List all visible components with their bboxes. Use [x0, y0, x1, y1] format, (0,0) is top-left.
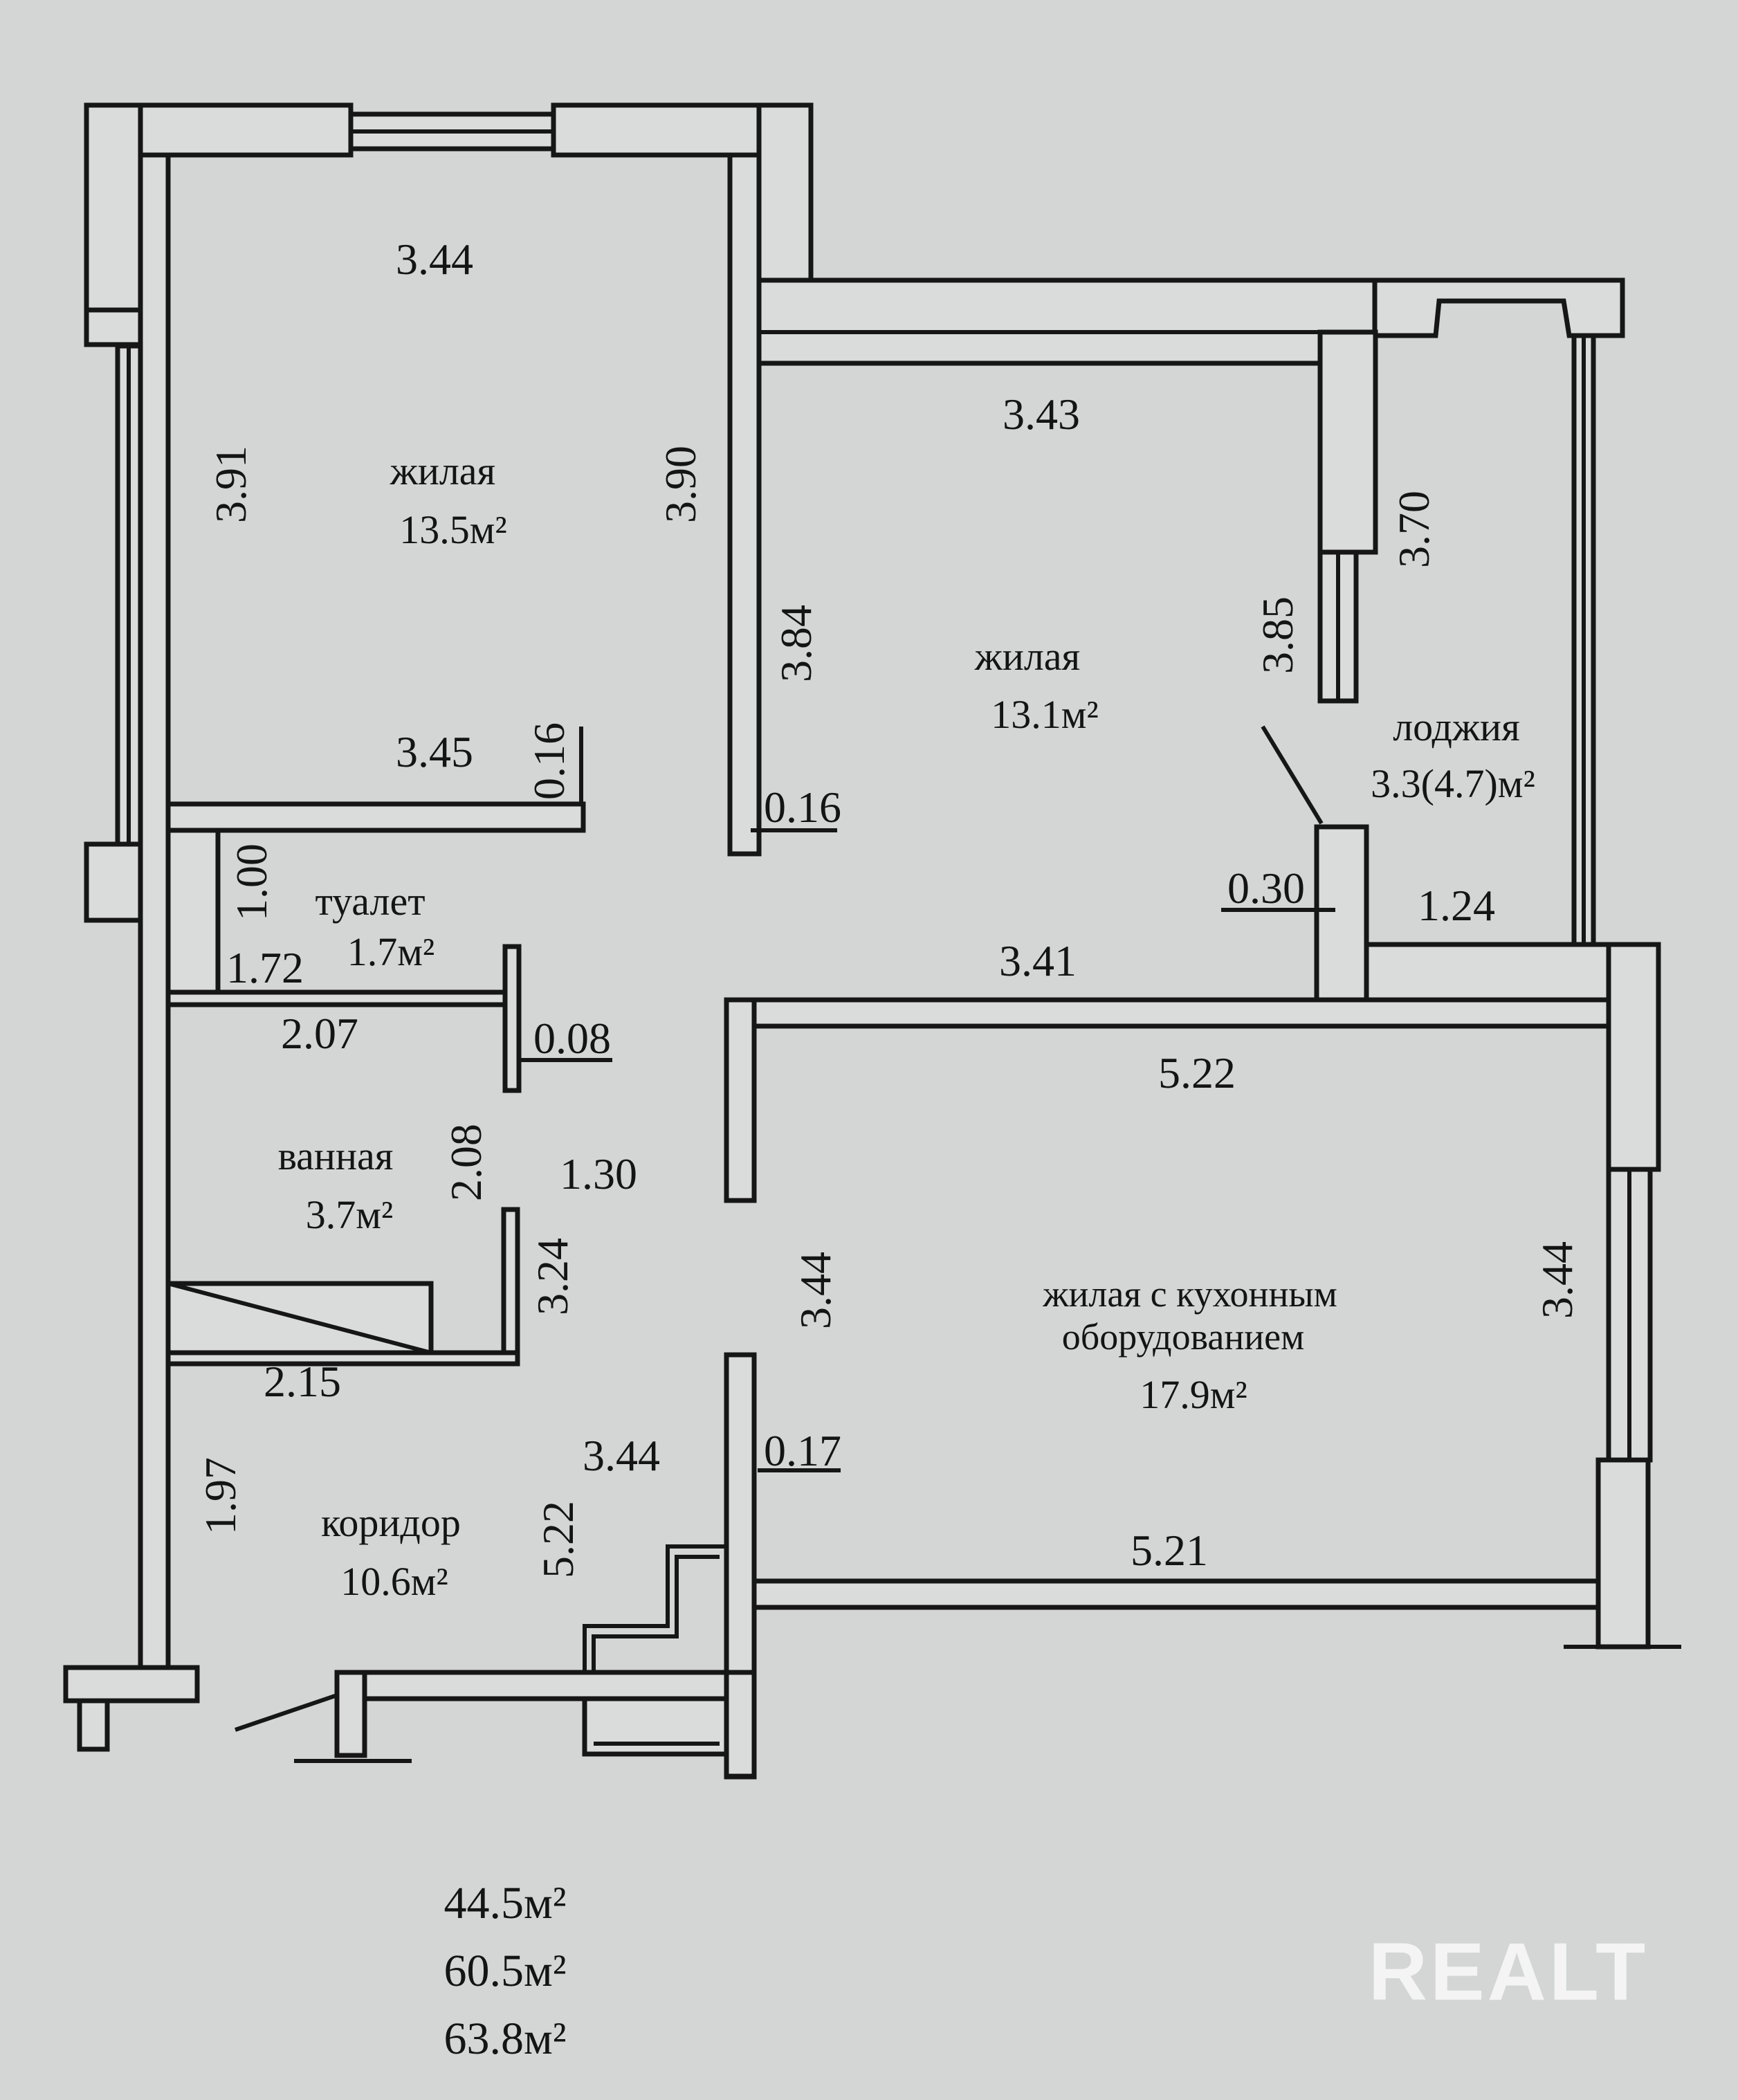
wall-left-lower — [138, 152, 171, 1673]
dim-label: 1.72 — [226, 943, 304, 992]
dim-label: 3.44 — [396, 235, 473, 284]
dim-label: 3.41 — [999, 936, 1077, 985]
bathroom-name: ванная — [278, 1133, 394, 1178]
window-kitchen — [1606, 1167, 1653, 1463]
toilet-area: 1.7м² — [347, 929, 435, 974]
wall-toilet-right — [502, 944, 522, 1093]
dimension-labels: 3.44 3.91 3.90 3.43 3.70 3.84 3.85 3.45 … — [196, 235, 1582, 1578]
dim-label: 1.97 — [196, 1457, 245, 1535]
wall-kitchen-right-lower — [1595, 1457, 1651, 1650]
kitchen-name-line2: оборудованием — [1062, 1316, 1305, 1358]
dimension-leaders — [235, 725, 1681, 1763]
wall-loggia-pillar — [1314, 824, 1369, 1003]
dim-label: 0.08 — [533, 1014, 611, 1063]
dim-label: 1.30 — [560, 1149, 637, 1198]
window-left — [84, 307, 143, 847]
area-totals: 44.5м² 60.5м² 63.8м² — [443, 1878, 566, 2064]
wall-entry-bottom — [334, 1670, 757, 1701]
kitchen-area: 17.9м² — [1140, 1372, 1247, 1417]
wall-entry-right — [724, 1670, 757, 1779]
wall-top-right-stub — [756, 102, 814, 288]
wall-entry-left — [334, 1670, 367, 1758]
dim-label: 3.70 — [1389, 491, 1438, 568]
wall-left-bottom-stub — [77, 1698, 110, 1752]
wall-top-bedroom2 — [756, 277, 1378, 366]
dim-label: 3.90 — [656, 446, 705, 523]
wall-left-upper — [84, 102, 143, 316]
dim-label: 0.16 — [764, 783, 841, 832]
dim-label: 3.44 — [1533, 1241, 1582, 1319]
dim-label: 5.22 — [533, 1501, 583, 1578]
dim-label: 3.43 — [1003, 390, 1080, 439]
bedroom2-name: жилая — [974, 634, 1080, 679]
wall-toilet-bottom — [165, 989, 510, 1007]
dim-label: 3.85 — [1253, 596, 1302, 674]
bedroom1-name: жилая — [390, 448, 495, 493]
bedroom1-area: 13.5м² — [399, 507, 507, 552]
dim-label: 1.00 — [227, 843, 276, 921]
walls — [63, 102, 1661, 1780]
dim-label: 0.16 — [524, 722, 574, 800]
dim-label: 3.84 — [771, 605, 821, 682]
toilet-name: туалет — [315, 879, 425, 924]
dim-label: 2.07 — [281, 1009, 358, 1058]
loggia-name: лоджия — [1393, 704, 1520, 749]
corridor-area: 10.6м² — [340, 1559, 448, 1604]
wall-loggia-top — [1372, 277, 1625, 338]
shaft-steps — [582, 1544, 729, 1757]
dim-label: 1.24 — [1418, 881, 1495, 930]
wall-toilet-left — [165, 828, 221, 998]
total-area: 60.5м² — [443, 1946, 566, 1996]
dim-label: 3.91 — [206, 446, 255, 523]
dim-label: 5.21 — [1131, 1526, 1208, 1575]
bathtub — [165, 1281, 520, 1367]
dim-label: 0.17 — [764, 1426, 841, 1475]
kitchen-name-line1: жилая с кухонным — [1042, 1273, 1337, 1315]
bathroom-area: 3.7м² — [306, 1192, 394, 1237]
wall-bedroom1-bottom — [165, 801, 586, 833]
bedroom2-area: 13.1м² — [991, 692, 1099, 737]
dim-label: 3.45 — [396, 727, 473, 776]
dim-label: 3.44 — [583, 1431, 660, 1480]
corridor-name: коридор — [321, 1500, 461, 1545]
window-top — [348, 111, 556, 152]
wall-left-bottom-cap — [63, 1665, 200, 1704]
dim-label: 2.08 — [441, 1124, 491, 1201]
wall-kitchen-bottom — [724, 1578, 1601, 1610]
wall-bedrooms-partition — [727, 152, 762, 857]
dim-label: 0.30 — [1227, 864, 1305, 913]
total-area-with-loggia: 63.8м² — [443, 2014, 566, 2064]
total-living-area: 44.5м² — [443, 1878, 566, 1928]
dim-label: 3.24 — [528, 1238, 577, 1315]
dim-label: 2.15 — [264, 1357, 341, 1406]
loggia-area: 3.3(4.7)м² — [1371, 761, 1535, 806]
wall-kitchen-top — [724, 997, 1611, 1029]
wall-kitchen-right-pier — [1606, 942, 1661, 1172]
watermark-logo: REALT — [1369, 1926, 1649, 2018]
wall-kitchen-left-upper — [724, 997, 757, 1203]
wall-bath-right — [501, 1207, 520, 1361]
wall-left-pier — [84, 841, 143, 923]
room-labels: жилая 13.5м² жилая 13.1м² лоджия 3.3(4.7… — [278, 448, 1535, 1604]
dim-label: 3.44 — [791, 1252, 840, 1329]
dim-label: 5.22 — [1158, 1048, 1236, 1097]
wall-loggia-pier — [1317, 329, 1378, 555]
